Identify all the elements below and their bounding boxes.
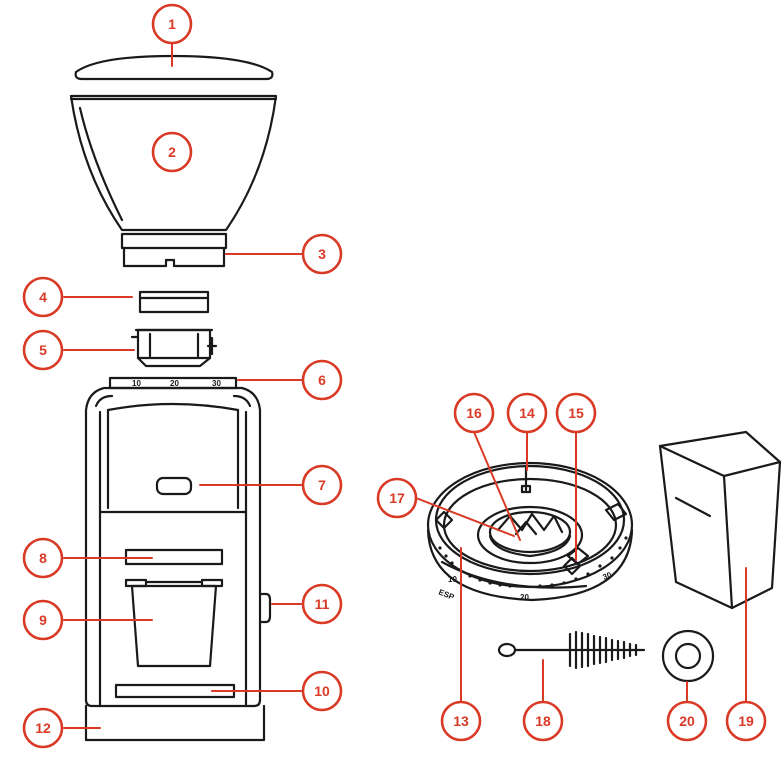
ring-mark-10: 10 xyxy=(448,575,457,584)
callout-5: 5 xyxy=(22,329,64,371)
svg-text:15: 15 xyxy=(568,405,584,421)
collar-mark-10: 10 xyxy=(132,379,141,388)
svg-text:6: 6 xyxy=(318,372,326,388)
callout-18: 18 xyxy=(522,700,564,742)
svg-text:13: 13 xyxy=(453,713,469,729)
adjustment-ring xyxy=(138,290,210,314)
svg-text:20: 20 xyxy=(679,713,695,729)
callout-4: 4 xyxy=(22,276,64,318)
svg-text:1: 1 xyxy=(168,16,176,32)
svg-text:2: 2 xyxy=(168,144,176,160)
espresso-mark: ESP xyxy=(437,588,456,603)
hopper-collar xyxy=(120,232,228,268)
callout-6: 6 xyxy=(301,359,343,401)
ring-mark-20: 20 xyxy=(520,593,529,602)
lower-burr-ring xyxy=(426,461,634,602)
svg-text:17: 17 xyxy=(389,490,405,506)
callout-15: 15 xyxy=(555,392,597,434)
svg-text:18: 18 xyxy=(535,713,551,729)
callout-14: 14 xyxy=(506,392,548,434)
svg-text:14: 14 xyxy=(519,405,535,421)
callout-16: 16 xyxy=(453,392,495,434)
callout-3: 3 xyxy=(301,233,343,275)
grinder-body xyxy=(84,386,262,708)
burr-holder xyxy=(130,328,218,368)
svg-text:10: 10 xyxy=(314,683,330,699)
svg-text:11: 11 xyxy=(315,596,330,612)
callout-2: 2 xyxy=(151,131,193,173)
callout-10: 10 xyxy=(301,670,343,712)
callout-11: 11 xyxy=(301,583,343,625)
svg-text:16: 16 xyxy=(466,405,482,421)
svg-text:3: 3 xyxy=(318,246,326,262)
callout-1: 1 xyxy=(151,3,193,45)
svg-text:9: 9 xyxy=(39,612,47,628)
collar-mark-30: 30 xyxy=(212,379,221,388)
ring-mark-30: 30 xyxy=(601,570,613,582)
collar-mark-20: 20 xyxy=(170,379,179,388)
callout-12: 12 xyxy=(22,707,64,749)
callout-leaders xyxy=(63,43,747,729)
svg-text:5: 5 xyxy=(39,342,47,358)
grinder-base xyxy=(84,704,266,742)
svg-text:12: 12 xyxy=(35,720,51,736)
svg-text:7: 7 xyxy=(318,477,326,493)
hopper-lid xyxy=(74,54,274,81)
callout-19: 19 xyxy=(725,700,767,742)
callout-7: 7 xyxy=(301,464,343,506)
cleaning-brush xyxy=(497,630,646,670)
svg-text:19: 19 xyxy=(738,713,754,729)
grounds-cup xyxy=(124,578,224,668)
callout-9: 9 xyxy=(22,599,64,641)
bean-container xyxy=(658,430,782,610)
svg-text:8: 8 xyxy=(39,550,47,566)
callout-17: 17 xyxy=(376,477,418,519)
start-button xyxy=(155,476,193,496)
callout-20: 20 xyxy=(666,700,708,742)
svg-text:4: 4 xyxy=(39,289,47,305)
bean-hopper xyxy=(69,94,278,232)
callout-13: 13 xyxy=(440,700,482,742)
spare-gasket xyxy=(661,629,715,683)
callout-8: 8 xyxy=(22,537,64,579)
side-switch xyxy=(258,592,272,624)
